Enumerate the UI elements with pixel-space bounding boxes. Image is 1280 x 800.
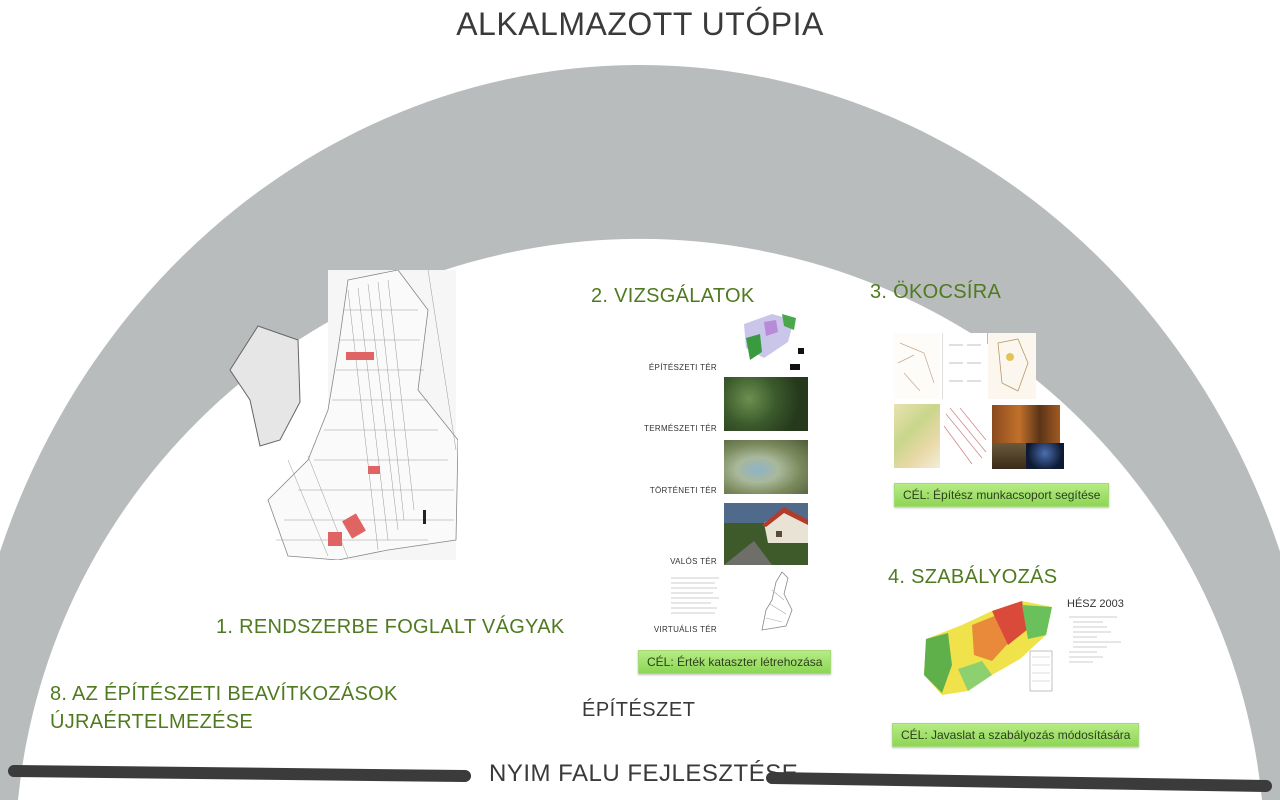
regulation-zoning-map[interactable] <box>902 595 1060 707</box>
section-8-title-line2[interactable]: ÚJRAÉRTELMEZÉSE <box>50 711 254 733</box>
virtual-space-table[interactable] <box>669 574 721 620</box>
natural-space-label: TERMÉSZETI TÉR <box>644 424 717 433</box>
masterplan-map[interactable] <box>228 269 459 561</box>
section-1-title[interactable]: 1. RENDSZERBE FOGLALT VÁGYAK <box>216 616 565 638</box>
section-3-title[interactable]: 3. ÖKOCSÍRA <box>870 281 1002 303</box>
historical-space-map[interactable] <box>724 440 808 494</box>
goal-value-cadastre-button[interactable]: CÉL: Érték kataszter létrehozása <box>638 650 832 674</box>
hesz-title: HÉSZ 2003 <box>1067 598 1124 610</box>
hesz-text-block <box>1067 614 1127 664</box>
ecoseed-photo-2[interactable] <box>992 443 1026 469</box>
architectural-space-label: ÉPÍTÉSZETI TÉR <box>648 363 717 372</box>
architecture-label: ÉPÍTÉSZET <box>582 699 696 721</box>
ecoseed-photo-3[interactable] <box>1026 443 1064 469</box>
section-2-title[interactable]: 2. VIZSGÁLATOK <box>591 285 755 307</box>
virtual-space-label: VIRTUÁLIS TÉR <box>653 625 717 634</box>
virtual-space-map[interactable] <box>752 570 796 632</box>
natural-space-photo[interactable] <box>724 377 808 431</box>
ecoseed-sketch-2[interactable] <box>942 333 987 399</box>
ecoseed-sketch-5[interactable] <box>942 404 988 468</box>
real-space-label: VALÓS TÉR <box>670 557 717 566</box>
section-8-title-line1[interactable]: 8. AZ ÉPÍTÉSZETI BEAVÍTKOZÁSOK <box>50 683 398 705</box>
page-title: ALKALMAZOTT UTÓPIA <box>456 6 824 42</box>
real-space-photo[interactable] <box>724 503 808 565</box>
ecoseed-sketch-3[interactable] <box>988 333 1036 399</box>
architectural-space-map[interactable] <box>724 308 808 372</box>
ecoseed-photo-1[interactable] <box>992 405 1060 443</box>
historical-space-label: TÖRTÉNETI TÉR <box>649 486 717 495</box>
goal-regulation-amendment-button[interactable]: CÉL: Javaslat a szabályozás módosítására <box>892 723 1140 747</box>
section-4-title[interactable]: 4. SZABÁLYOZÁS <box>888 566 1058 588</box>
ecoseed-sketch-1[interactable] <box>894 333 940 399</box>
ecoseed-sketch-4[interactable] <box>894 404 940 468</box>
goal-architect-workgroup-button[interactable]: CÉL: Építész munkacsoport segítése <box>894 483 1110 507</box>
bottom-title: NYIM FALU FEJLESZTÉSE <box>489 760 799 787</box>
